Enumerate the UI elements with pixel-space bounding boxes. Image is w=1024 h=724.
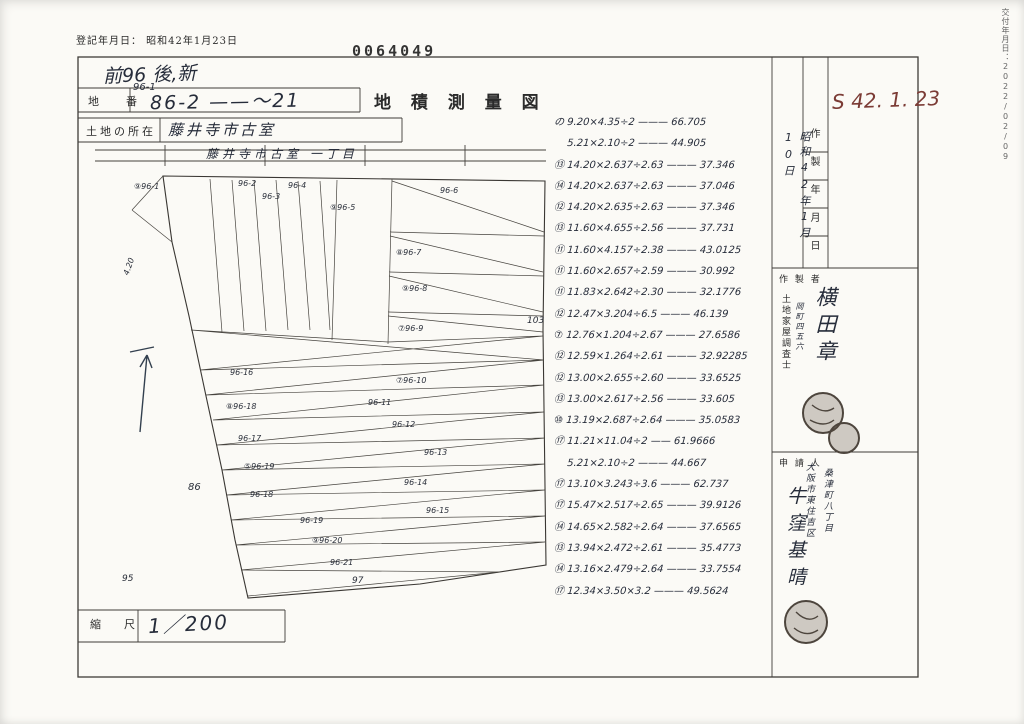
parcel-label: 96-11 [368, 398, 392, 407]
parcel-label: ⑨96-5 [330, 203, 356, 212]
surveyor-title: 土地家屋調査士 [780, 294, 790, 371]
parcel-label: 96-16 [230, 368, 254, 377]
parcel-label: ⑨96-1 [134, 182, 160, 191]
parcel-label: 96-3 [262, 192, 281, 201]
lot-number-small: 96-1 [133, 82, 156, 93]
applicant-name: 牛窪基晴 [784, 486, 806, 594]
parcel-label: ⑨96-8 [402, 284, 428, 293]
calc-line: の 9.20×4.35÷2 ——— 66.705 [553, 117, 707, 128]
calc-line: ⑪ 11.60×2.657÷2.59 ——— 30.992 [553, 266, 736, 278]
parcel-label: 96-15 [426, 506, 450, 515]
received-date-handwritten: S 42. 1. 23 [831, 86, 941, 114]
calc-line: ⑰ 12.34×3.50×3.2 ——— 49.5624 [553, 585, 729, 597]
scale-label: 縮 尺 [90, 618, 141, 631]
scale-value: 1／200 [147, 609, 230, 639]
parcel-label: 96-19 [300, 516, 324, 525]
parcel-label: 95 [122, 574, 134, 584]
parcel-label: ⑦96-10 [396, 376, 427, 385]
calc-line: ⑦ 12.76×1.204÷2.67 ——— 27.6586 [553, 329, 741, 341]
calc-line: ⑫ 12.59×1.264÷2.61 ——— 32.92285 [553, 351, 748, 363]
land-location-label: 土地の所在 [86, 125, 156, 138]
applicant-address-line1: 大阪市東住吉区 [804, 462, 814, 539]
calc-line: 5.21×2.10÷2 ——— 44.905 [553, 138, 707, 150]
made-date-value: 昭和42年1月10日 [782, 131, 811, 242]
calc-line: ⑬ 13.94×2.472÷2.61 ——— 35.4773 [553, 542, 742, 554]
calc-line: ⑫ 12.47×3.204÷6.5 ——— 46.139 [553, 308, 729, 320]
calc-line: ⑫ 14.20×2.635÷2.63 ——— 37.346 [553, 202, 736, 214]
calc-line: ⑭ 14.20×2.637÷2.63 ——— 37.046 [553, 180, 736, 192]
road-name-annotation: 藤井寺市古室 一丁目 [206, 147, 358, 161]
parcel-label: 96-4 [288, 181, 307, 190]
parcel-label: 96-14 [404, 478, 428, 487]
calc-line: ⑭ 13.16×2.479÷2.64 ——— 33.7554 [553, 564, 742, 576]
registration-date-note: 登記年月日： 昭和42年1月23日 [76, 36, 238, 47]
parcel-label: ⑦96-9 [398, 324, 424, 333]
parcel-label: 96-12 [392, 420, 416, 429]
calc-line: ⑪ 11.60×4.157÷2.38 ——— 43.0125 [553, 244, 742, 256]
applicant-address-line2: 桑津町八丁目 [822, 468, 832, 534]
parcel-label: 96-6 [440, 186, 459, 195]
parcel-label: 96-18 [250, 490, 274, 499]
calc-line: 5.21×2.10÷2 ——— 44.667 [553, 457, 707, 469]
calc-line: ⑰ 11.21×11.04÷2 —— 61.9666 [553, 436, 716, 448]
maker-section-label: 作 製 者 [779, 275, 822, 285]
parcel-label: ⑤96-19 [244, 462, 275, 471]
document-title: 地 積 測 量 図 [374, 93, 546, 113]
surveyor-name: 横田章 [813, 286, 837, 367]
calc-line: ⑰ 13.10×3.243÷3.6 ——— 62.737 [553, 479, 729, 491]
calc-line: ⑬ 11.60×4.655÷2.56 ——— 37.731 [553, 223, 736, 235]
lot-number-label: 地 番 [88, 95, 145, 108]
calc-line: ⑬ 13.00×2.617÷2.56 ——— 33.605 [553, 393, 736, 405]
parcel-label: 97 [352, 576, 364, 586]
parcel-label: ⑧96-18 [226, 402, 257, 411]
applicant-section-label: 申 請 人 [779, 459, 822, 469]
parcel-label: 96-2 [238, 179, 257, 188]
calc-line: ⑫ 13.00×2.655÷2.60 ——— 33.6525 [553, 372, 742, 384]
parcel-label: 103 [527, 316, 545, 326]
parcel-label: 96-17 [238, 434, 262, 443]
land-location-value: 藤井寺市古室 [168, 121, 277, 139]
parcel-label: 96-13 [424, 448, 448, 457]
document-number-stamp: 0064049 [352, 42, 437, 60]
calc-line: ⑪ 11.83×2.642÷2.30 ——— 32.1776 [553, 287, 742, 299]
made-date-label: 作製年月日 [808, 128, 819, 268]
issue-date-side-note: 交付年月日：2022/02/09 [1001, 8, 1010, 162]
surveyor-address: 岡町四五六 [795, 302, 804, 352]
parcel-label: 96-21 [330, 558, 354, 567]
parcel-label: ⑧96-7 [396, 248, 422, 257]
calc-line: ⑰ 15.47×2.517÷2.65 ——— 39.9126 [553, 500, 742, 512]
parcel-label: 86 [188, 482, 201, 493]
lot-number-value: 86-2 ——〜21 [149, 89, 301, 115]
calc-line: ⑬ 14.20×2.637÷2.63 ——— 37.346 [553, 159, 736, 171]
area-calculation-column: の 9.20×4.35÷2 ——— 66.705 5.21×2.10÷2 ———… [554, 112, 778, 602]
calc-line: ⑩ 13.19×2.687÷2.64 ——— 35.0583 [553, 415, 741, 427]
parcel-label: ⑨96-20 [312, 536, 343, 545]
calc-line: ⑭ 14.65×2.582÷2.64 ——— 37.6565 [553, 521, 742, 533]
